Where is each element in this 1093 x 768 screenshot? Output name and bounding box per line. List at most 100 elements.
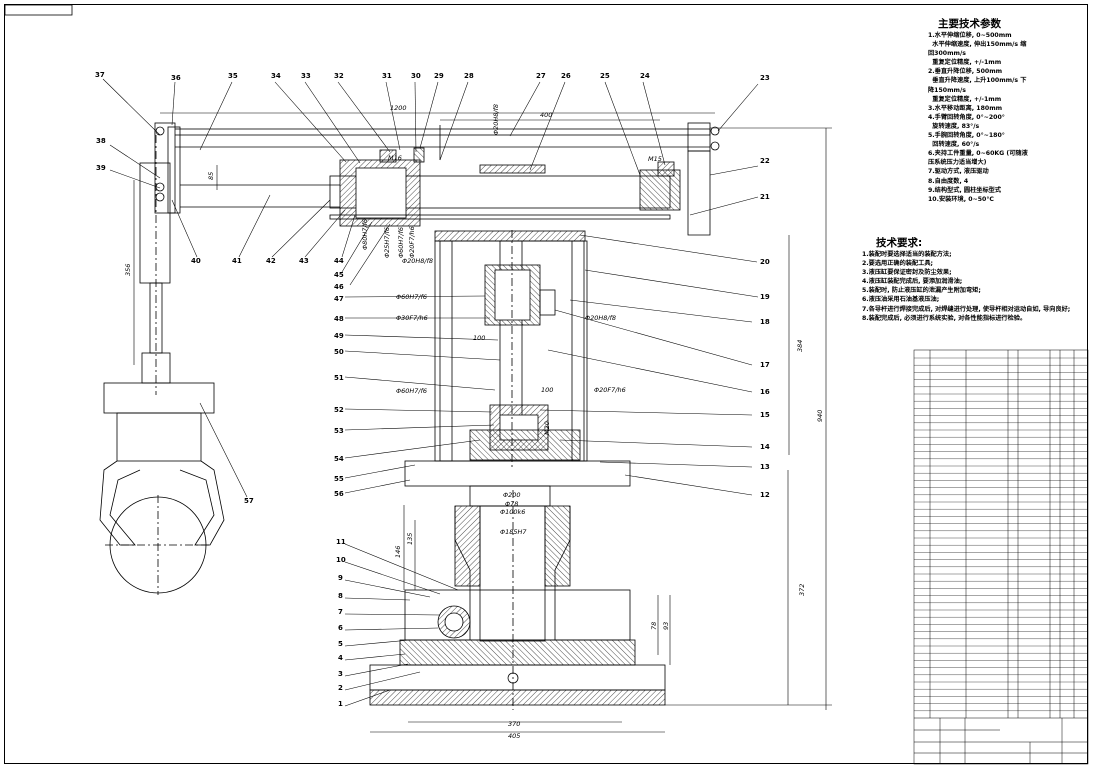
dim-phi80h7f6: Φ80H7/f6 <box>361 219 369 250</box>
leader-57: 57 <box>244 497 254 505</box>
dim-940: 940 <box>816 410 824 422</box>
leader-31: 31 <box>382 72 392 80</box>
param-line: 旋转速度, 83°/s <box>928 122 980 130</box>
lift-column <box>404 230 631 487</box>
leader-12: 12 <box>760 491 770 499</box>
param-line: 10.安装环境, 0~50°C <box>928 195 994 203</box>
leader-13: 13 <box>760 463 770 471</box>
dim-phi200: Φ200 <box>503 491 521 499</box>
param-line: 2.垂直升降位移, 500mm <box>928 68 1003 76</box>
dim-phi25h7f6: Φ25H7/f6 <box>383 227 391 258</box>
dim-405: 405 <box>508 732 520 740</box>
leader-35: 35 <box>228 72 238 80</box>
dim-100a: 100 <box>473 334 485 342</box>
technical-parameters-title: 主要技术参数 <box>938 18 1001 30</box>
leader-32: 32 <box>334 72 344 80</box>
leader-30: 30 <box>411 72 421 80</box>
dim-phi20h8f8-top: Φ20H8/f8 <box>492 104 500 135</box>
param-line: 重复定位精度, +/-1mm <box>928 95 1002 103</box>
dim-1200: 1200 <box>390 104 407 112</box>
leader-5: 5 <box>338 640 343 648</box>
requirement-line: 8.装配完成后, 必须进行系统实验, 对各性能指标进行检验。 <box>862 314 1027 322</box>
leader-50: 50 <box>334 348 344 356</box>
technical-requirements: 技术要求: 1.装配时要选择适当的装配方法; 2.要选用正确的装配工具; 3.液… <box>862 236 1088 323</box>
param-line: 重复定位精度, +/-1mm <box>928 59 1002 67</box>
param-line: 压系统压力适当增大) <box>928 159 987 167</box>
leader-2: 2 <box>338 684 343 692</box>
leader-18: 18 <box>760 318 770 326</box>
dim-93: 93 <box>662 622 670 630</box>
dim-400: 400 <box>540 111 552 119</box>
requirement-line: 5.装配时, 防止液压缸的泄漏产生附加弯矩; <box>862 287 981 295</box>
leader-52: 52 <box>334 406 344 414</box>
leader-33: 33 <box>301 72 311 80</box>
leader-36: 36 <box>171 74 181 82</box>
dim-356: 356 <box>124 264 132 276</box>
param-line: 4.手臂回转角度, 0°~200° <box>928 113 1005 121</box>
leader-26: 26 <box>561 72 571 80</box>
dim-78: 78 <box>650 622 658 630</box>
leader-51: 51 <box>334 374 344 382</box>
leader-48: 48 <box>334 315 344 323</box>
leader-7: 7 <box>338 608 343 616</box>
param-line: 回300mm/s <box>928 50 966 58</box>
technical-requirements-title: 技术要求: <box>876 237 923 249</box>
leader-29: 29 <box>434 72 444 80</box>
leader-9: 9 <box>338 574 343 582</box>
param-line: 5.手腕回转角度, 0°~180° <box>928 132 1005 140</box>
leader-42: 42 <box>266 257 276 265</box>
leader-56: 56 <box>334 490 344 498</box>
technical-parameters: 主要技术参数 1.水平伸缩位移, 0~500mm 水平伸缩速度, 伸出150mm… <box>928 17 1088 204</box>
leader-1: 1 <box>338 700 343 708</box>
leader-53: 53 <box>334 427 344 435</box>
requirement-line: 7.各导杆进行焊接完成后, 对焊缝进行处理, 使导杆相对运动自如, 导向良好; <box>862 305 1071 313</box>
gripper-assembly <box>99 135 225 595</box>
leader-41: 41 <box>232 257 242 265</box>
leader-22: 22 <box>760 157 770 165</box>
parts-list-table <box>913 349 1089 765</box>
arm-assembly <box>154 122 720 236</box>
leader-40: 40 <box>191 257 201 265</box>
param-line: 7.驱动方式, 液压驱动 <box>928 168 989 176</box>
leader-37: 37 <box>95 71 105 79</box>
leader-49: 49 <box>334 332 344 340</box>
leader-55: 55 <box>334 475 344 483</box>
param-line: 回转速度, 60°/s <box>928 141 980 149</box>
requirement-line: 2.要选用正确的装配工具; <box>862 260 934 268</box>
param-line: 降150mm/s <box>928 86 966 94</box>
param-line: 9.结构型式, 圆柱坐标型式 <box>928 186 1002 194</box>
leader-27: 27 <box>536 72 546 80</box>
leader-21: 21 <box>760 193 770 201</box>
leader-11: 11 <box>336 538 346 546</box>
dim-phi60h7f6-c: Φ60H7/f6 <box>397 227 405 258</box>
dim-phi100k6: Φ100k6 <box>500 508 525 516</box>
leader-17: 17 <box>760 361 770 369</box>
leader-14: 14 <box>760 443 770 451</box>
rotary-base <box>369 485 666 710</box>
requirement-line: 3.液压缸要保证密封及防尘效果; <box>862 269 952 277</box>
param-line: 垂直升降速度, 上升100mm/s 下 <box>928 77 1027 85</box>
leader-16: 16 <box>760 388 770 396</box>
param-line: 1.水平伸缩位移, 0~500mm <box>928 32 1012 39</box>
leader-28: 28 <box>464 72 474 80</box>
dim-phi20h8f8-a: Φ20H8/f8 <box>402 257 433 265</box>
leader-44: 44 <box>334 257 344 265</box>
leader-54: 54 <box>334 455 344 463</box>
dim-372: 372 <box>798 584 806 596</box>
dim-100b: 100 <box>541 386 553 394</box>
dim-m16: M16 <box>388 154 402 162</box>
leader-6: 6 <box>338 624 343 632</box>
param-line: 6.夹持工件重量, 0~60KG (可随液 <box>928 150 1028 158</box>
dimension-lines <box>133 112 832 733</box>
dim-384: 384 <box>796 340 804 352</box>
dim-m20: M20 <box>543 421 551 435</box>
leader-24: 24 <box>640 72 650 80</box>
leader-3: 3 <box>338 670 343 678</box>
leader-34: 34 <box>271 72 281 80</box>
requirement-line: 4.液压缸装配完成后, 要添加润滑油; <box>862 278 963 286</box>
dim-370: 370 <box>508 720 520 728</box>
dim-m15: M15 <box>648 155 662 163</box>
dim-phi30f7h6: Φ30F7/h6 <box>396 314 428 322</box>
leader-43: 43 <box>299 257 309 265</box>
